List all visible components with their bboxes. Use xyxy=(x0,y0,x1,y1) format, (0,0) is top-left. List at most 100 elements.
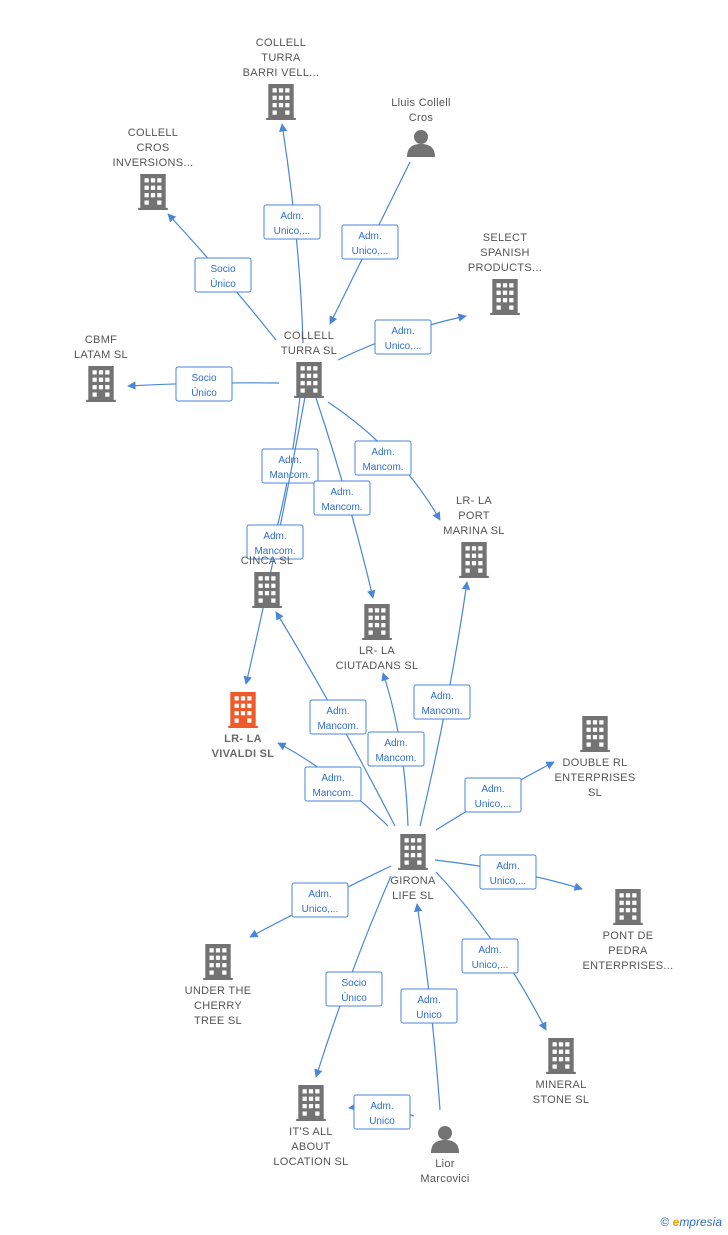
edge-label-box[interactable] xyxy=(374,319,432,355)
building-icon[interactable] xyxy=(294,362,324,398)
building-icon[interactable] xyxy=(546,1038,576,1074)
node-pont_de_pedra[interactable]: PONT DEPEDRAENTERPRISES... xyxy=(583,889,674,972)
edge-label-box[interactable] xyxy=(353,1094,411,1130)
edge-label-line: Unico,... xyxy=(274,226,311,237)
edge-girona_life-to-double_rl: Adm.Unico,... xyxy=(435,761,555,831)
edge-label-box[interactable] xyxy=(194,257,252,293)
edge-girona_life-to-mineral_stone: Adm. Unico,... xyxy=(435,871,547,1031)
edge-collell_turra-to-collell_turra_barri: Adm.Unico,... xyxy=(263,123,321,344)
edge-label-box[interactable] xyxy=(354,440,412,476)
building-icon[interactable] xyxy=(459,542,489,578)
node-label-line: DOUBLE RL xyxy=(562,757,627,769)
node-collell_turra_barri[interactable]: COLLELL TURRA BARRI VELL... xyxy=(243,37,320,120)
node-label-line: ABOUT xyxy=(291,1141,330,1153)
node-label-line: COLLELL xyxy=(128,127,178,139)
building-icon[interactable] xyxy=(252,572,282,608)
edge-label-box[interactable] xyxy=(413,684,471,720)
edge-label-box[interactable] xyxy=(400,988,458,1024)
node-label-line: PEDRA xyxy=(608,945,648,957)
edge-label-line: Adm. xyxy=(308,889,331,900)
edge-label-box[interactable] xyxy=(367,731,425,767)
node-label-line: CIUTADANS SL xyxy=(336,660,419,672)
building-icon[interactable] xyxy=(228,692,258,728)
building-icon[interactable] xyxy=(138,174,168,210)
edge-label-box[interactable] xyxy=(341,224,399,260)
edge-label-box[interactable] xyxy=(464,777,522,813)
edge-girona_life-to-under_the_cherry: Adm.Unico,... xyxy=(249,865,392,938)
edge-label-line: Mancom. xyxy=(254,546,295,557)
person-icon[interactable] xyxy=(407,130,435,157)
node-label-line: CROS xyxy=(137,142,170,154)
node-collell_cros[interactable]: COLLELLCROSINVERSIONS... xyxy=(113,127,194,210)
edge-label-box[interactable] xyxy=(325,971,383,1007)
building-icon[interactable] xyxy=(613,889,643,925)
edge-lior_marcovici-to-girona_life: Adm.Unico xyxy=(400,903,458,1111)
edge-label-box[interactable] xyxy=(263,204,321,240)
building-icon[interactable] xyxy=(296,1085,326,1121)
node-cinca[interactable]: CINCA SL xyxy=(241,555,294,608)
edge-label-box[interactable] xyxy=(309,699,367,735)
edge-label-line: Socio xyxy=(210,264,235,275)
node-label-line: LATAM SL xyxy=(74,349,128,361)
node-label-line: ENTERPRISES xyxy=(555,772,636,784)
edge-label-box[interactable] xyxy=(313,480,371,516)
node-label-line: TURRA xyxy=(261,52,301,64)
building-icon[interactable] xyxy=(266,84,296,120)
edge-label-line: Adm. xyxy=(478,945,501,956)
edge-label-line: Socio xyxy=(341,978,366,989)
edge-collell_turra-to-lr_port_marina: Adm.Mancom. xyxy=(327,401,441,521)
edge-label-box[interactable] xyxy=(479,854,537,890)
node-label-line: PONT DE xyxy=(603,930,654,942)
node-label-line: UNDER THE xyxy=(185,985,252,997)
edge-label-box[interactable] xyxy=(261,448,319,484)
node-label-line: Marcovici xyxy=(420,1173,469,1185)
edge-label-line: Adm. xyxy=(430,691,453,702)
edge-label-line: Adm. xyxy=(330,487,353,498)
edge-label-box[interactable] xyxy=(304,766,362,802)
edge-label-line: Unico,... xyxy=(490,876,527,887)
edge-label-line: Mancom. xyxy=(317,721,358,732)
node-select_spanish[interactable]: SELECTSPANISHPRODUCTS... xyxy=(468,232,542,315)
node-label-line: SELECT xyxy=(483,232,528,244)
edge-label-box[interactable] xyxy=(246,524,304,560)
node-label-line: SPANISH xyxy=(480,247,530,259)
building-icon[interactable] xyxy=(203,944,233,980)
building-icon[interactable] xyxy=(490,279,520,315)
nodes-layer: COLLELL TURRA BARRI VELL... Lluis CollellCr… xyxy=(74,37,673,1185)
edges-layer: Adm.Unico,...Adm.Unico,...SocioÚnicoAdm.… xyxy=(127,123,583,1130)
building-icon[interactable] xyxy=(398,834,428,870)
edge-label-line: Único xyxy=(341,991,367,1004)
edge-collell_turra-to-lr_ciutadans: Adm.Mancom. xyxy=(313,397,376,599)
edge-label-line: Unico,... xyxy=(475,799,512,810)
edge-label-line: Adm. xyxy=(370,1101,393,1112)
edge-label-line: Único xyxy=(191,386,217,399)
edge-lluis_collell-to-collell_turra: Adm.Unico,... xyxy=(329,161,411,325)
building-icon[interactable] xyxy=(86,366,116,402)
edge-label-box[interactable] xyxy=(175,366,233,402)
person-icon[interactable] xyxy=(431,1126,459,1153)
building-icon[interactable] xyxy=(362,604,392,640)
node-label-line: COLLELL xyxy=(284,330,334,342)
edge-label-line: Adm. xyxy=(358,231,381,242)
node-label-line: BARRI VELL... xyxy=(243,67,320,79)
building-icon[interactable] xyxy=(580,716,610,752)
node-label-line: LR- LA xyxy=(456,495,492,507)
edge-girona_life-to-lr_ciutadans: Adm.Mancom. xyxy=(367,672,425,827)
node-label-line: COLLELL xyxy=(256,37,306,49)
edge-label-box[interactable] xyxy=(291,882,349,918)
edge-label-line: Mancom. xyxy=(375,753,416,764)
edge-label-box[interactable] xyxy=(461,938,519,974)
